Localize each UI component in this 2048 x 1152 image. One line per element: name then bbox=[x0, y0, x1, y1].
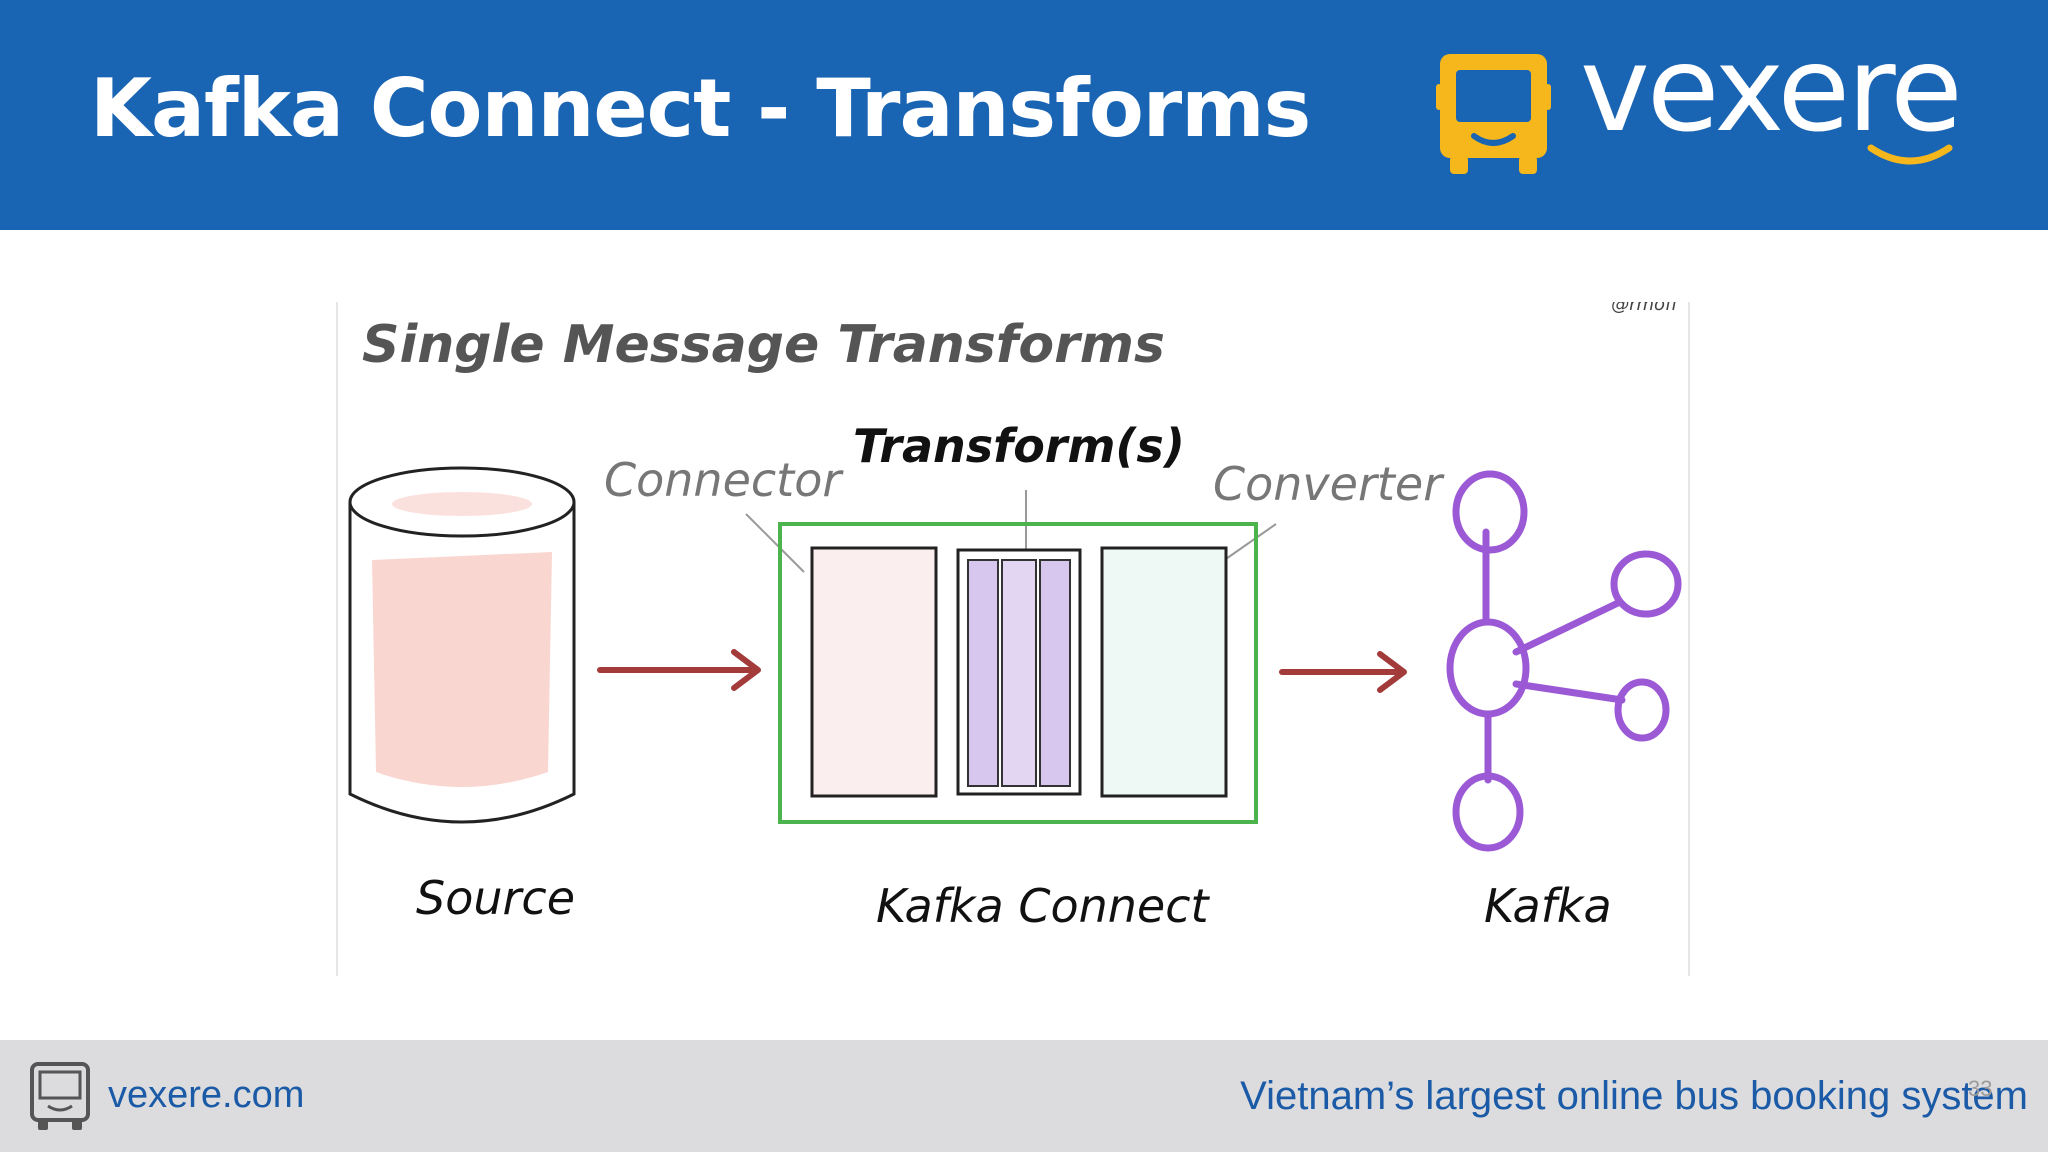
connector-label: Connector bbox=[604, 453, 844, 507]
corner-credit: @rmoff bbox=[1611, 302, 1680, 315]
slide-title: Kafka Connect - Transforms bbox=[90, 62, 1311, 155]
pipeline-box-icon bbox=[778, 522, 1258, 824]
page-number: 33 bbox=[1968, 1076, 1993, 1101]
kafka-label: Kafka bbox=[1484, 879, 1612, 933]
kafka-cluster-icon bbox=[1446, 470, 1682, 852]
connector-leader bbox=[745, 513, 805, 573]
kafka-connect-label: Kafka Connect bbox=[876, 879, 1211, 933]
footer-tagline: Vietnam’s largest online bus booking sys… bbox=[1240, 1074, 2028, 1118]
connector-stage bbox=[810, 546, 938, 798]
arrow-source-to-connect bbox=[597, 649, 761, 691]
bus-outline-icon bbox=[30, 1062, 90, 1130]
transforms-label: Transform(s) bbox=[853, 419, 1185, 473]
bus-icon bbox=[1436, 54, 1551, 174]
footer-site-link[interactable]: vexere.com bbox=[108, 1074, 305, 1116]
converter-stage bbox=[1100, 546, 1228, 798]
source-label: Source bbox=[416, 871, 575, 925]
database-cylinder-icon bbox=[348, 466, 576, 824]
diagram-title: Single Message Transforms bbox=[362, 315, 1165, 375]
vexere-wordmark: vexere bbox=[1580, 20, 1963, 158]
converter-label: Converter bbox=[1213, 457, 1445, 511]
smile-icon bbox=[1867, 144, 1953, 165]
slide-footer: vexere.com Vietnam’s largest online bus … bbox=[0, 1040, 2048, 1152]
arrow-connect-to-kafka bbox=[1279, 651, 1407, 693]
smt-diagram: Single Message Transforms @rmoff Transfo… bbox=[336, 302, 1690, 976]
slide-header: Kafka Connect - Transforms vexere bbox=[0, 0, 2048, 230]
